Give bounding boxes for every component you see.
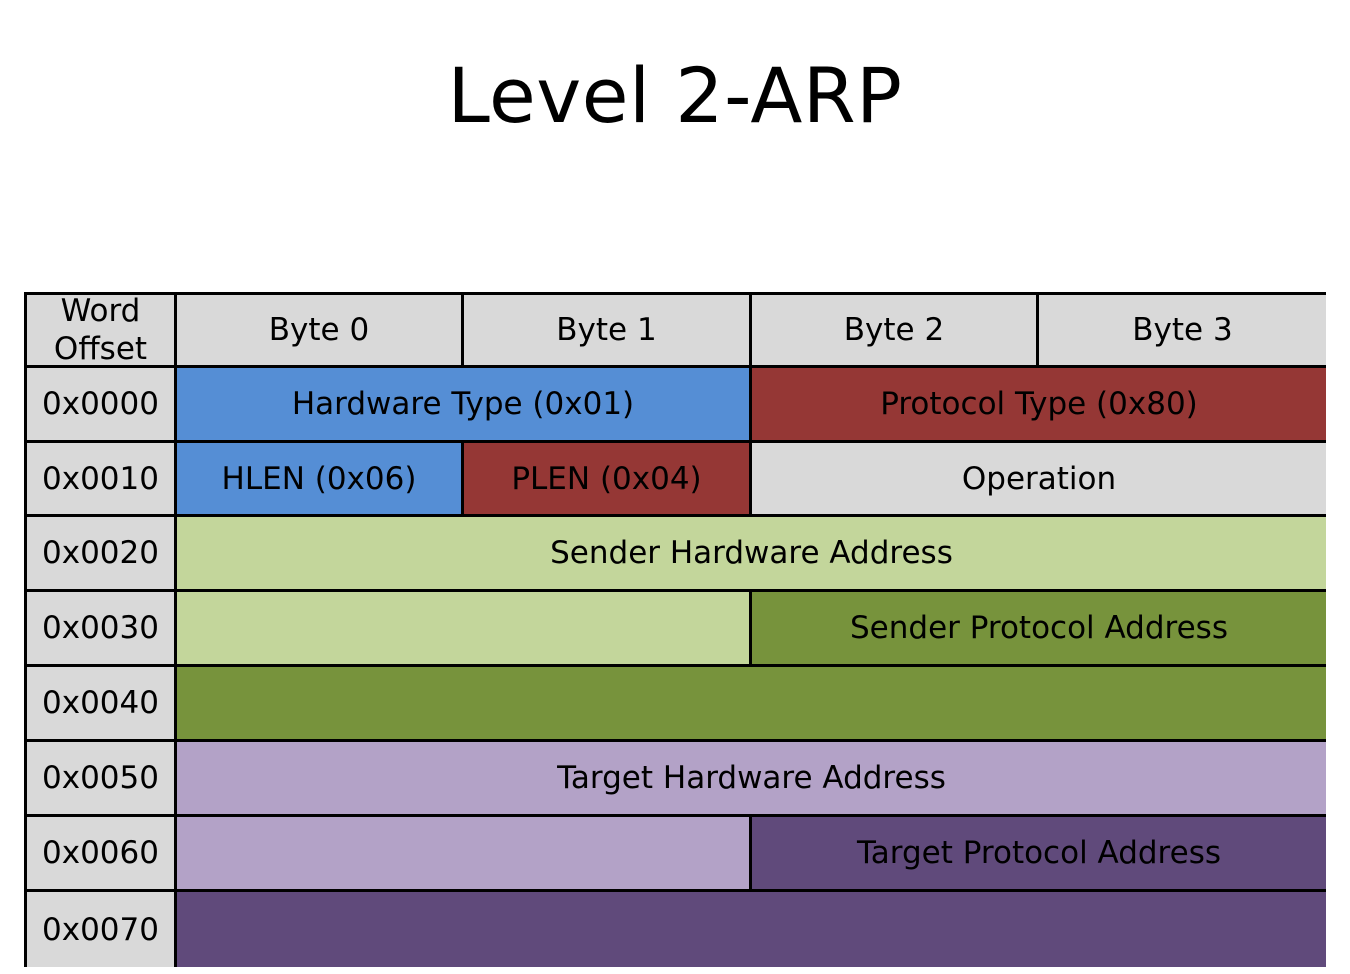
page-title: Level 2-ARP <box>447 51 903 140</box>
byte-1-header: Byte 1 <box>464 295 752 368</box>
sender-hardware-address-field: Sender Hardware Address <box>177 517 1326 592</box>
protocol-type-field: Protocol Type (0x80) <box>752 368 1326 443</box>
sender-hardware-address-continued <box>177 592 752 667</box>
arp-packet-table: Word Offset Byte 0 Byte 1 Byte 2 Byte 3 … <box>24 292 1326 967</box>
target-protocol-address-field: Target Protocol Address <box>752 817 1326 892</box>
sender-protocol-address-field: Sender Protocol Address <box>752 592 1326 667</box>
offset-0x0030: 0x0030 <box>27 592 177 667</box>
hlen-field: HLEN (0x06) <box>177 443 464 517</box>
sender-protocol-address-continued <box>177 667 1326 742</box>
byte-0-header: Byte 0 <box>177 295 464 368</box>
offset-0x0010: 0x0010 <box>27 443 177 517</box>
offset-0x0020: 0x0020 <box>27 517 177 592</box>
target-protocol-address-continued <box>177 892 1326 967</box>
offset-0x0000: 0x0000 <box>27 368 177 443</box>
word-offset-header-line1: Word <box>60 293 141 329</box>
offset-0x0050: 0x0050 <box>27 742 177 817</box>
word-offset-header-line2: Offset <box>53 331 148 367</box>
target-hardware-address-field: Target Hardware Address <box>177 742 1326 817</box>
operation-field: Operation <box>752 443 1326 517</box>
word-offset-header: Word Offset <box>27 293 177 368</box>
offset-0x0070: 0x0070 <box>27 892 177 967</box>
byte-2-header: Byte 2 <box>752 295 1039 368</box>
byte-3-header: Byte 3 <box>1039 295 1326 368</box>
target-hardware-address-continued <box>177 817 752 892</box>
hardware-type-field: Hardware Type (0x01) <box>177 368 752 443</box>
plen-field: PLEN (0x04) <box>464 443 752 517</box>
offset-0x0060: 0x0060 <box>27 817 177 892</box>
offset-0x0040: 0x0040 <box>27 667 177 742</box>
